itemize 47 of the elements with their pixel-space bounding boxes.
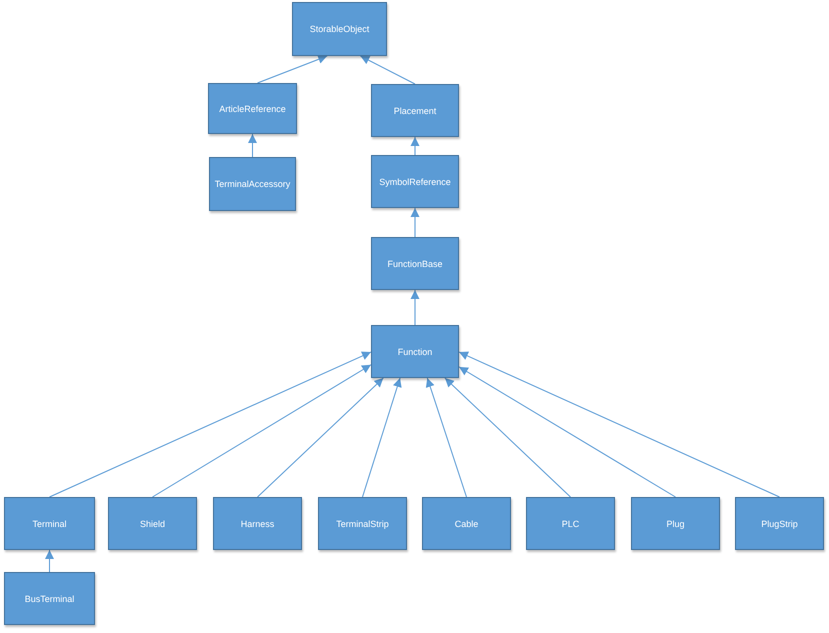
class-name: StorableObject <box>310 24 370 34</box>
class-box <box>371 155 459 208</box>
class-name: Plug <box>666 518 684 528</box>
inheritance-arrow <box>458 366 676 498</box>
inheritance-arrow <box>257 378 384 498</box>
class-box <box>208 83 297 134</box>
inheritance-arrow <box>152 364 372 498</box>
class-box <box>735 497 824 550</box>
class-box <box>108 497 197 550</box>
inheritance-arrow <box>257 55 328 84</box>
class-name: PlugStrip <box>761 518 798 528</box>
class-box <box>209 157 296 211</box>
inheritance-arrow <box>45 550 54 572</box>
inheritance-arrow <box>426 378 467 498</box>
inheritance-arrow <box>362 378 402 498</box>
class-box <box>4 572 95 625</box>
inheritance-arrow <box>248 134 257 158</box>
class-box <box>371 325 459 378</box>
class-name: ArticleReference <box>219 104 286 114</box>
class-box <box>422 497 511 550</box>
class-name: Cable <box>454 518 478 528</box>
class-box <box>213 497 302 550</box>
inheritance-arrow <box>410 290 420 326</box>
class-name: Terminal <box>32 518 66 528</box>
class-box <box>4 497 95 550</box>
inheritance-arrow <box>410 208 420 238</box>
class-name: BusTerminal <box>24 594 74 604</box>
class-name: FunctionBase <box>387 258 443 268</box>
inheritance-arrow <box>410 136 420 156</box>
class-box <box>318 497 407 550</box>
class-box <box>526 497 615 550</box>
inheritance-arrow <box>444 378 571 498</box>
class-box <box>631 497 720 550</box>
class-box <box>371 84 459 137</box>
class-name: Function <box>398 346 432 356</box>
class-name: SymbolReference <box>379 176 451 186</box>
inheritance-arrow <box>360 56 416 84</box>
class-name: Shield <box>140 518 166 528</box>
inheritance-arrow <box>49 352 372 498</box>
class-name: PLC <box>562 518 580 528</box>
class-name: Harness <box>240 518 274 528</box>
inheritance-arrow <box>458 352 780 498</box>
class-box <box>292 2 387 56</box>
class-name: TerminalStrip <box>336 518 389 528</box>
class-name: TerminalAccessory <box>214 179 290 189</box>
class-name: Placement <box>394 106 436 116</box>
class-box <box>371 237 459 290</box>
